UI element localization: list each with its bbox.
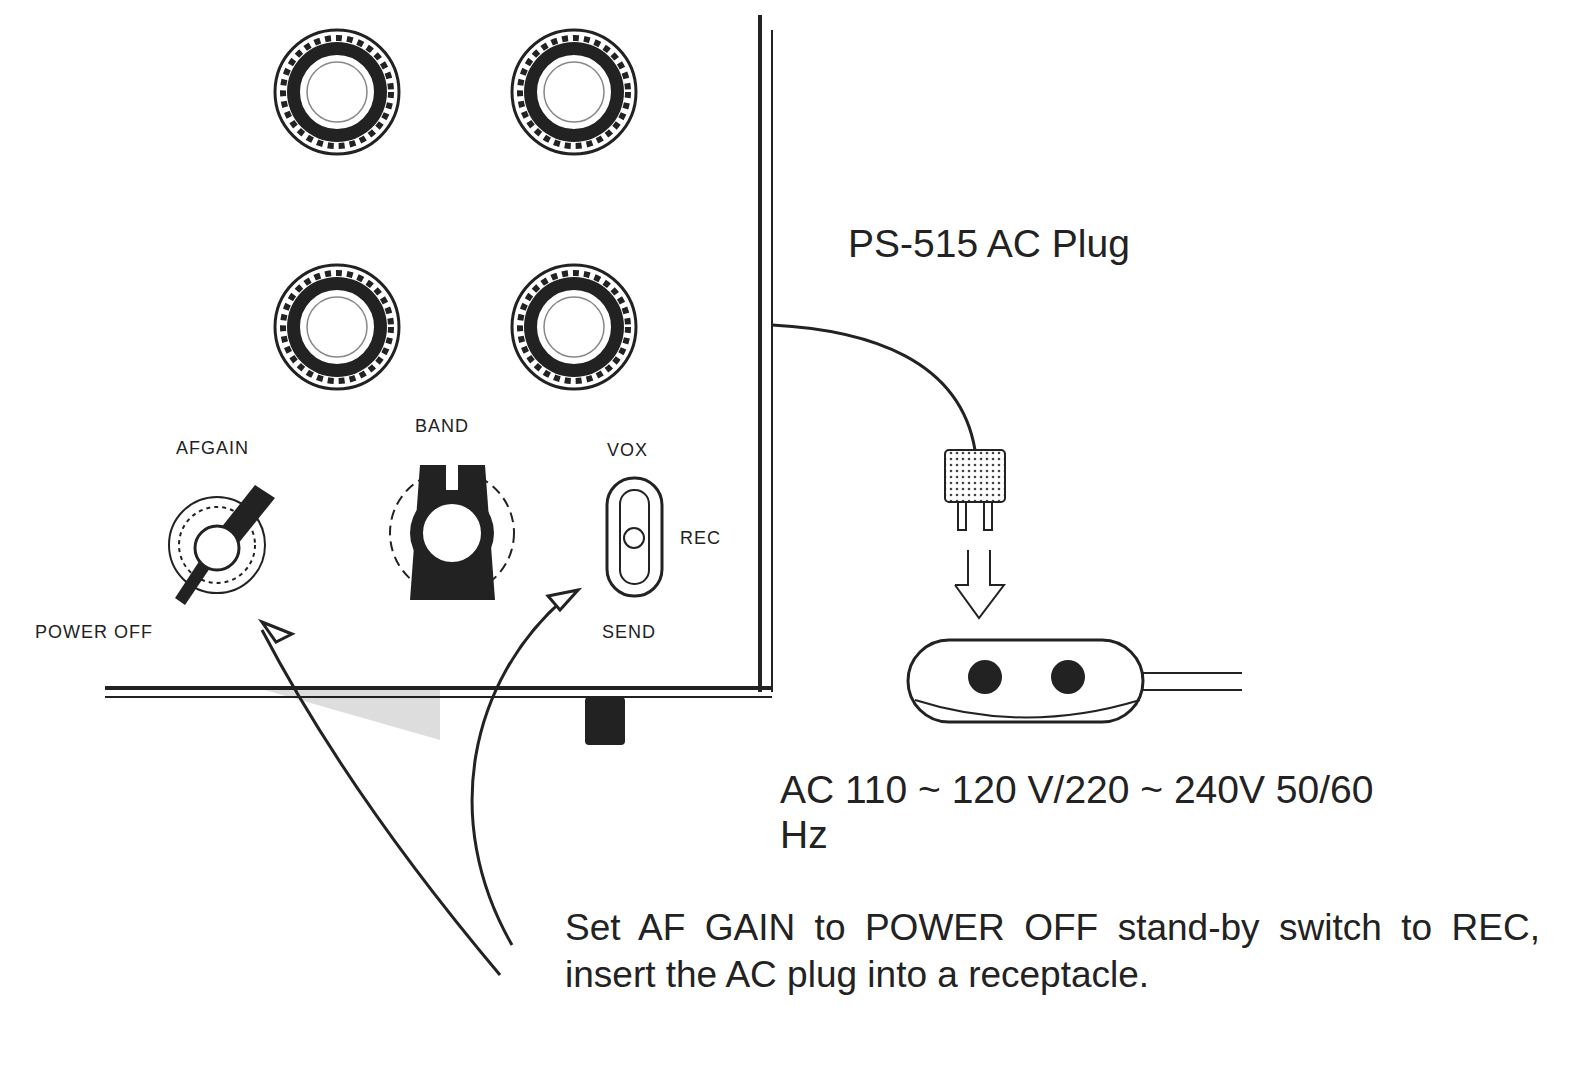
part-name: PS-515 AC Plug — [848, 222, 1130, 267]
knob-label: BAND — [415, 416, 469, 437]
knob-label: AFGAIN — [176, 438, 249, 459]
position-label: REC — [680, 528, 721, 549]
position-label: SEND — [602, 622, 656, 643]
switch-label: VOX — [607, 440, 648, 461]
voltage-note: AC 110 ~ 120 V/220 ~ 240V 50/60 Hz — [780, 768, 1420, 858]
position-label: POWER OFF — [35, 622, 153, 643]
instruction-note: Set AF GAIN to POWER OFF stand-by switch… — [565, 905, 1540, 999]
